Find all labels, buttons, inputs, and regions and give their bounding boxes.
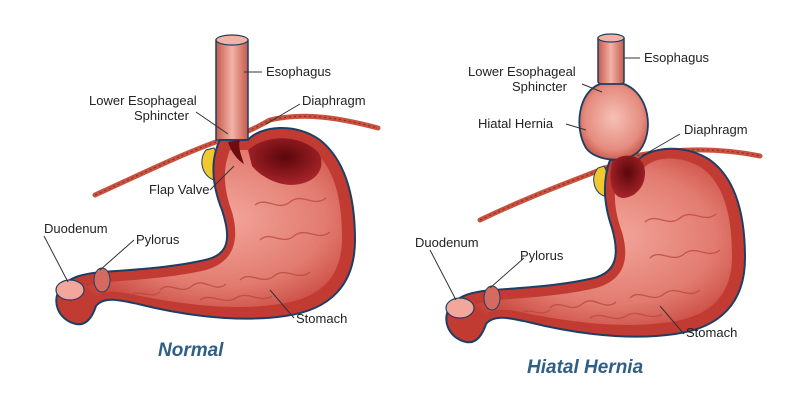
hernia-label-diaphragm: Diaphragm	[684, 122, 748, 137]
hernia-label-stomach: Stomach	[686, 325, 737, 340]
hernia-esophagus	[597, 37, 625, 88]
normal-illustration	[55, 34, 381, 326]
hernia-bulge	[578, 83, 649, 161]
normal-label-pylorus: Pylorus	[136, 232, 180, 247]
normal-label-flap-valve: Flap Valve	[149, 182, 209, 197]
normal-rugae	[129, 197, 331, 302]
hernia-rugae	[519, 213, 721, 320]
normal-esophagus	[215, 39, 249, 141]
hernia-illustration	[445, 33, 763, 344]
hernia-label-les-line1: Lower Esophageal	[468, 64, 576, 79]
normal-label-les-line2: Sphincter	[134, 108, 190, 123]
normal-label-diaphragm: Diaphragm	[302, 93, 366, 108]
hernia-pylorus	[483, 285, 501, 311]
hernia-label-esophagus: Esophagus	[644, 50, 710, 65]
normal-fundus-dark	[248, 138, 322, 185]
normal-label-esophagus: Esophagus	[266, 64, 332, 79]
hernia-caption: Hiatal Hernia	[527, 357, 644, 378]
hernia-fundus-dark	[610, 155, 646, 198]
hernia-duodenum-opening	[445, 297, 475, 319]
normal-stomach-lining	[71, 140, 342, 314]
normal-leader-lines	[43, 71, 301, 319]
normal-caption: Normal	[158, 340, 224, 361]
hernia-label-les-line2: Sphincter	[512, 79, 568, 94]
hernia-label-pylorus: Pylorus	[520, 248, 564, 263]
normal-flap-valve	[228, 140, 244, 164]
hernia-leader-lines	[429, 57, 685, 335]
hernia-label-hiatal-hernia: Hiatal Hernia	[478, 116, 554, 131]
normal-label-les-line1: Lower Esophageal	[89, 93, 197, 108]
hernia-stomach-lining	[461, 158, 732, 332]
normal-label-duodenum: Duodenum	[44, 221, 108, 236]
normal-label-stomach: Stomach	[296, 311, 347, 326]
normal-pylorus	[93, 267, 111, 293]
normal-duodenum-opening	[55, 279, 85, 301]
hernia-label-duodenum: Duodenum	[415, 235, 479, 250]
